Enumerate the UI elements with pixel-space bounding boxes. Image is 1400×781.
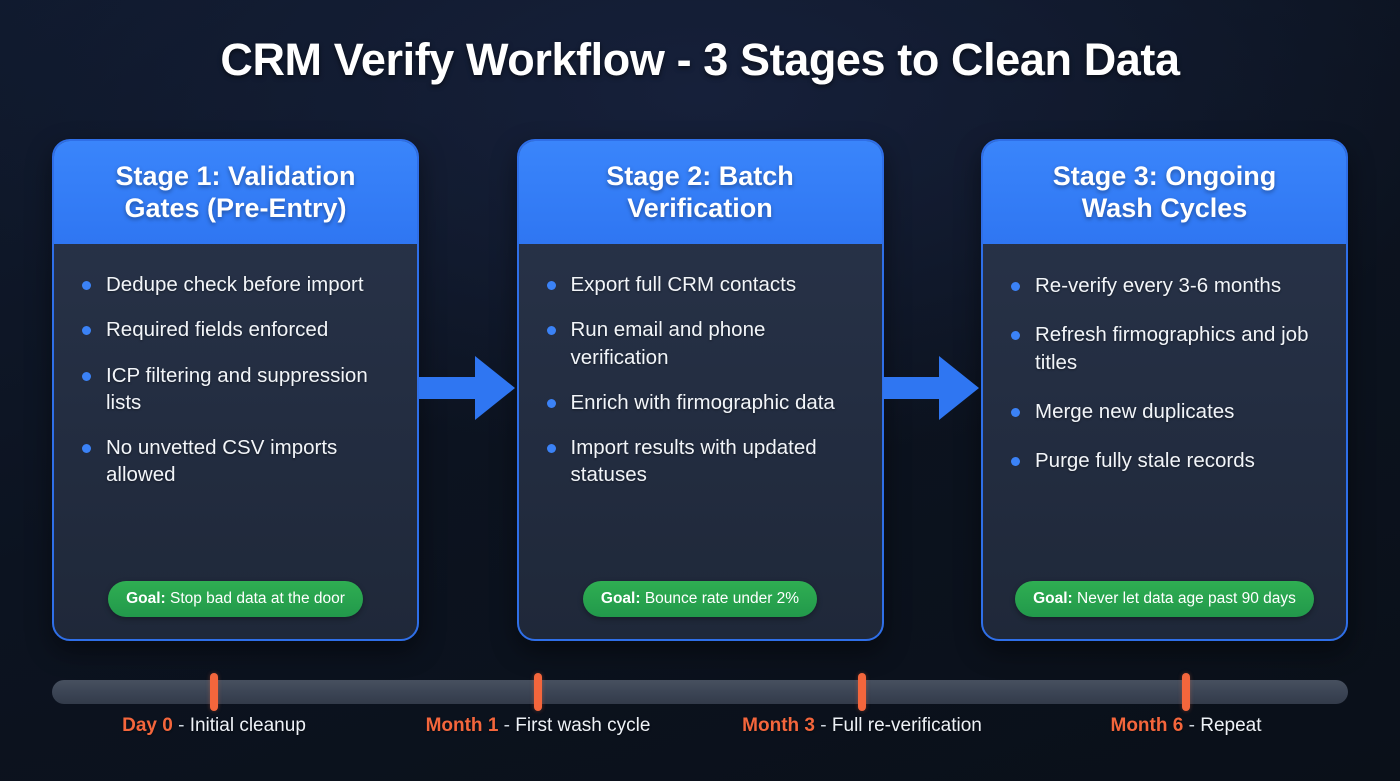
timeline-marker-4[interactable] [1182,673,1190,711]
timeline-label-1: Day 0 - Initial cleanup [122,716,306,735]
timeline-label-2-key: Month 1 [425,715,499,736]
stage-card-1-title: Stage 1: Validation Gates (Pre-Entry) [115,161,356,223]
list-item: Export full CRM contacts [541,271,860,298]
list-item: Purge fully stale records [1005,447,1324,474]
list-item-label: Refresh firmographics and job titles [1035,323,1309,374]
bullet-dot-icon [1011,407,1020,417]
list-item-label: No unvetted CSV imports allowed [106,436,338,487]
list-item-label: Run email and phone verification [570,318,766,369]
list-item: Merge new duplicates [1005,398,1324,425]
goal-text: Stop bad data at the door [165,589,345,607]
list-item: Enrich with firmographic data [541,389,860,416]
timeline-label-2-sep: - [498,715,516,736]
timeline-track [52,680,1348,704]
bullet-dot-icon [546,281,556,290]
stage-card-2: Stage 2: Batch Verification Export full … [516,139,884,641]
stage-card-2-header: Stage 2: Batch Verification [518,141,882,244]
stage-card-1-goal-wrap: Goal: Stop bad data at the door [54,580,417,617]
status-badge: Goal: Stop bad data at the door [108,580,363,617]
stage-card-1: Stage 1: Validation Gates (Pre-Entry) De… [52,139,419,641]
stage-card-3-bullet-list: Re-verify every 3-6 months Refresh firmo… [1005,272,1324,474]
goal-text: Bounce rate under 2% [640,589,800,607]
bullet-dot-icon [546,326,556,336]
page-title: CRM Verify Workflow - 3 Stages to Clean … [220,34,1180,85]
list-item: No unvetted CSV imports allowed [76,434,395,489]
timeline-label-4-text: Repeat [1200,715,1262,736]
goal-label: Goal: [1033,589,1073,607]
stage-cards-row: Stage 1: Validation Gates (Pre-Entry) De… [52,139,1348,641]
timeline-label-4-key: Month 6 [1110,715,1184,736]
timeline-marker-3[interactable] [858,673,866,711]
bullet-dot-icon [1011,282,1020,291]
timeline-marker-2[interactable] [534,673,542,711]
timeline-labels: Day 0 - Initial cleanup Month 1 - First … [52,716,1348,748]
arrow-right-icon [419,355,515,421]
timeline-label-3-key: Month 3 [742,715,815,736]
list-item: Run email and phone verification [541,316,860,371]
bullet-dot-icon [546,398,556,408]
stage-card-3-goal-wrap: Goal: Never let data age past 90 days [983,580,1346,617]
list-item: Import results with updated statuses [541,434,860,489]
stage-card-3-header: Stage 3: Ongoing Wash Cycles [983,141,1346,244]
bullet-dot-icon [1011,457,1020,466]
stage-card-1-bullet-list: Dedupe check before import Required fiel… [76,271,395,489]
bullet-dot-icon [546,444,556,453]
stage-card-3: Stage 3: Ongoing Wash Cycles Re-verify e… [981,139,1348,641]
timeline-track-wrap [52,673,1348,711]
list-item-label: Purge fully stale records [1035,449,1255,472]
stage-card-1-header: Stage 1: Validation Gates (Pre-Entry) [54,141,417,244]
bullet-dot-icon [82,281,91,290]
timeline-label-2-text: First wash cycle [515,715,651,736]
list-item: ICP filtering and suppression lists [76,362,395,417]
stage-card-3-title: Stage 3: Ongoing Wash Cycles [1052,161,1277,223]
list-item: Required fields enforced [76,316,395,343]
arrow-right-icon [883,355,979,421]
timeline-label-2: Month 1 - First wash cycle [426,716,651,735]
timeline-label-1-key: Day 0 [122,715,173,736]
status-badge: Goal: Bounce rate under 2% [582,580,818,617]
list-item-label: Dedupe check before import [106,273,364,296]
list-item-label: Merge new duplicates [1035,399,1235,423]
timeline-label-4-sep: - [1183,715,1201,736]
list-item-label: Import results with updated statuses [570,436,817,487]
list-item: Refresh firmographics and job titles [1005,321,1324,376]
stage-card-3-body: Re-verify every 3-6 months Refresh firmo… [983,244,1346,639]
status-badge: Goal: Never let data age past 90 days [1015,580,1314,617]
goal-text: Never let data age past 90 days [1072,589,1296,607]
list-item-label: Required fields enforced [106,318,329,342]
list-item: Dedupe check before import [76,271,395,298]
bullet-dot-icon [82,371,91,381]
list-item-label: ICP filtering and suppression lists [106,363,368,414]
bullet-dot-icon [1011,331,1020,341]
stage-card-1-body: Dedupe check before import Required fiel… [54,244,417,639]
stage-card-2-title: Stage 2: Batch Verification [606,161,794,223]
timeline-label-3: Month 3 - Full re-verification [742,716,982,735]
bullet-dot-icon [82,444,91,453]
timeline-label-4: Month 6 - Repeat [1111,716,1262,735]
timeline-label-3-text: Full re-verification [831,715,982,736]
stage-card-2-body: Export full CRM contacts Run email and p… [519,244,882,639]
timeline-label-1-sep: - [172,715,190,736]
timeline-label-3-sep: - [815,715,832,736]
stage-card-2-bullet-list: Export full CRM contacts Run email and p… [541,271,860,489]
list-item-label: Enrich with firmographic data [570,390,835,414]
goal-label: Goal: [600,589,641,607]
goal-label: Goal: [126,589,166,607]
list-item: Re-verify every 3-6 months [1005,272,1324,299]
timeline-marker-1[interactable] [210,673,218,711]
list-item-label: Export full CRM contacts [570,273,797,296]
timeline-label-1-text: Initial cleanup [189,715,306,736]
bullet-dot-icon [82,326,91,336]
list-item-label: Re-verify every 3-6 months [1035,274,1282,297]
stage-card-2-goal-wrap: Goal: Bounce rate under 2% [519,580,882,617]
